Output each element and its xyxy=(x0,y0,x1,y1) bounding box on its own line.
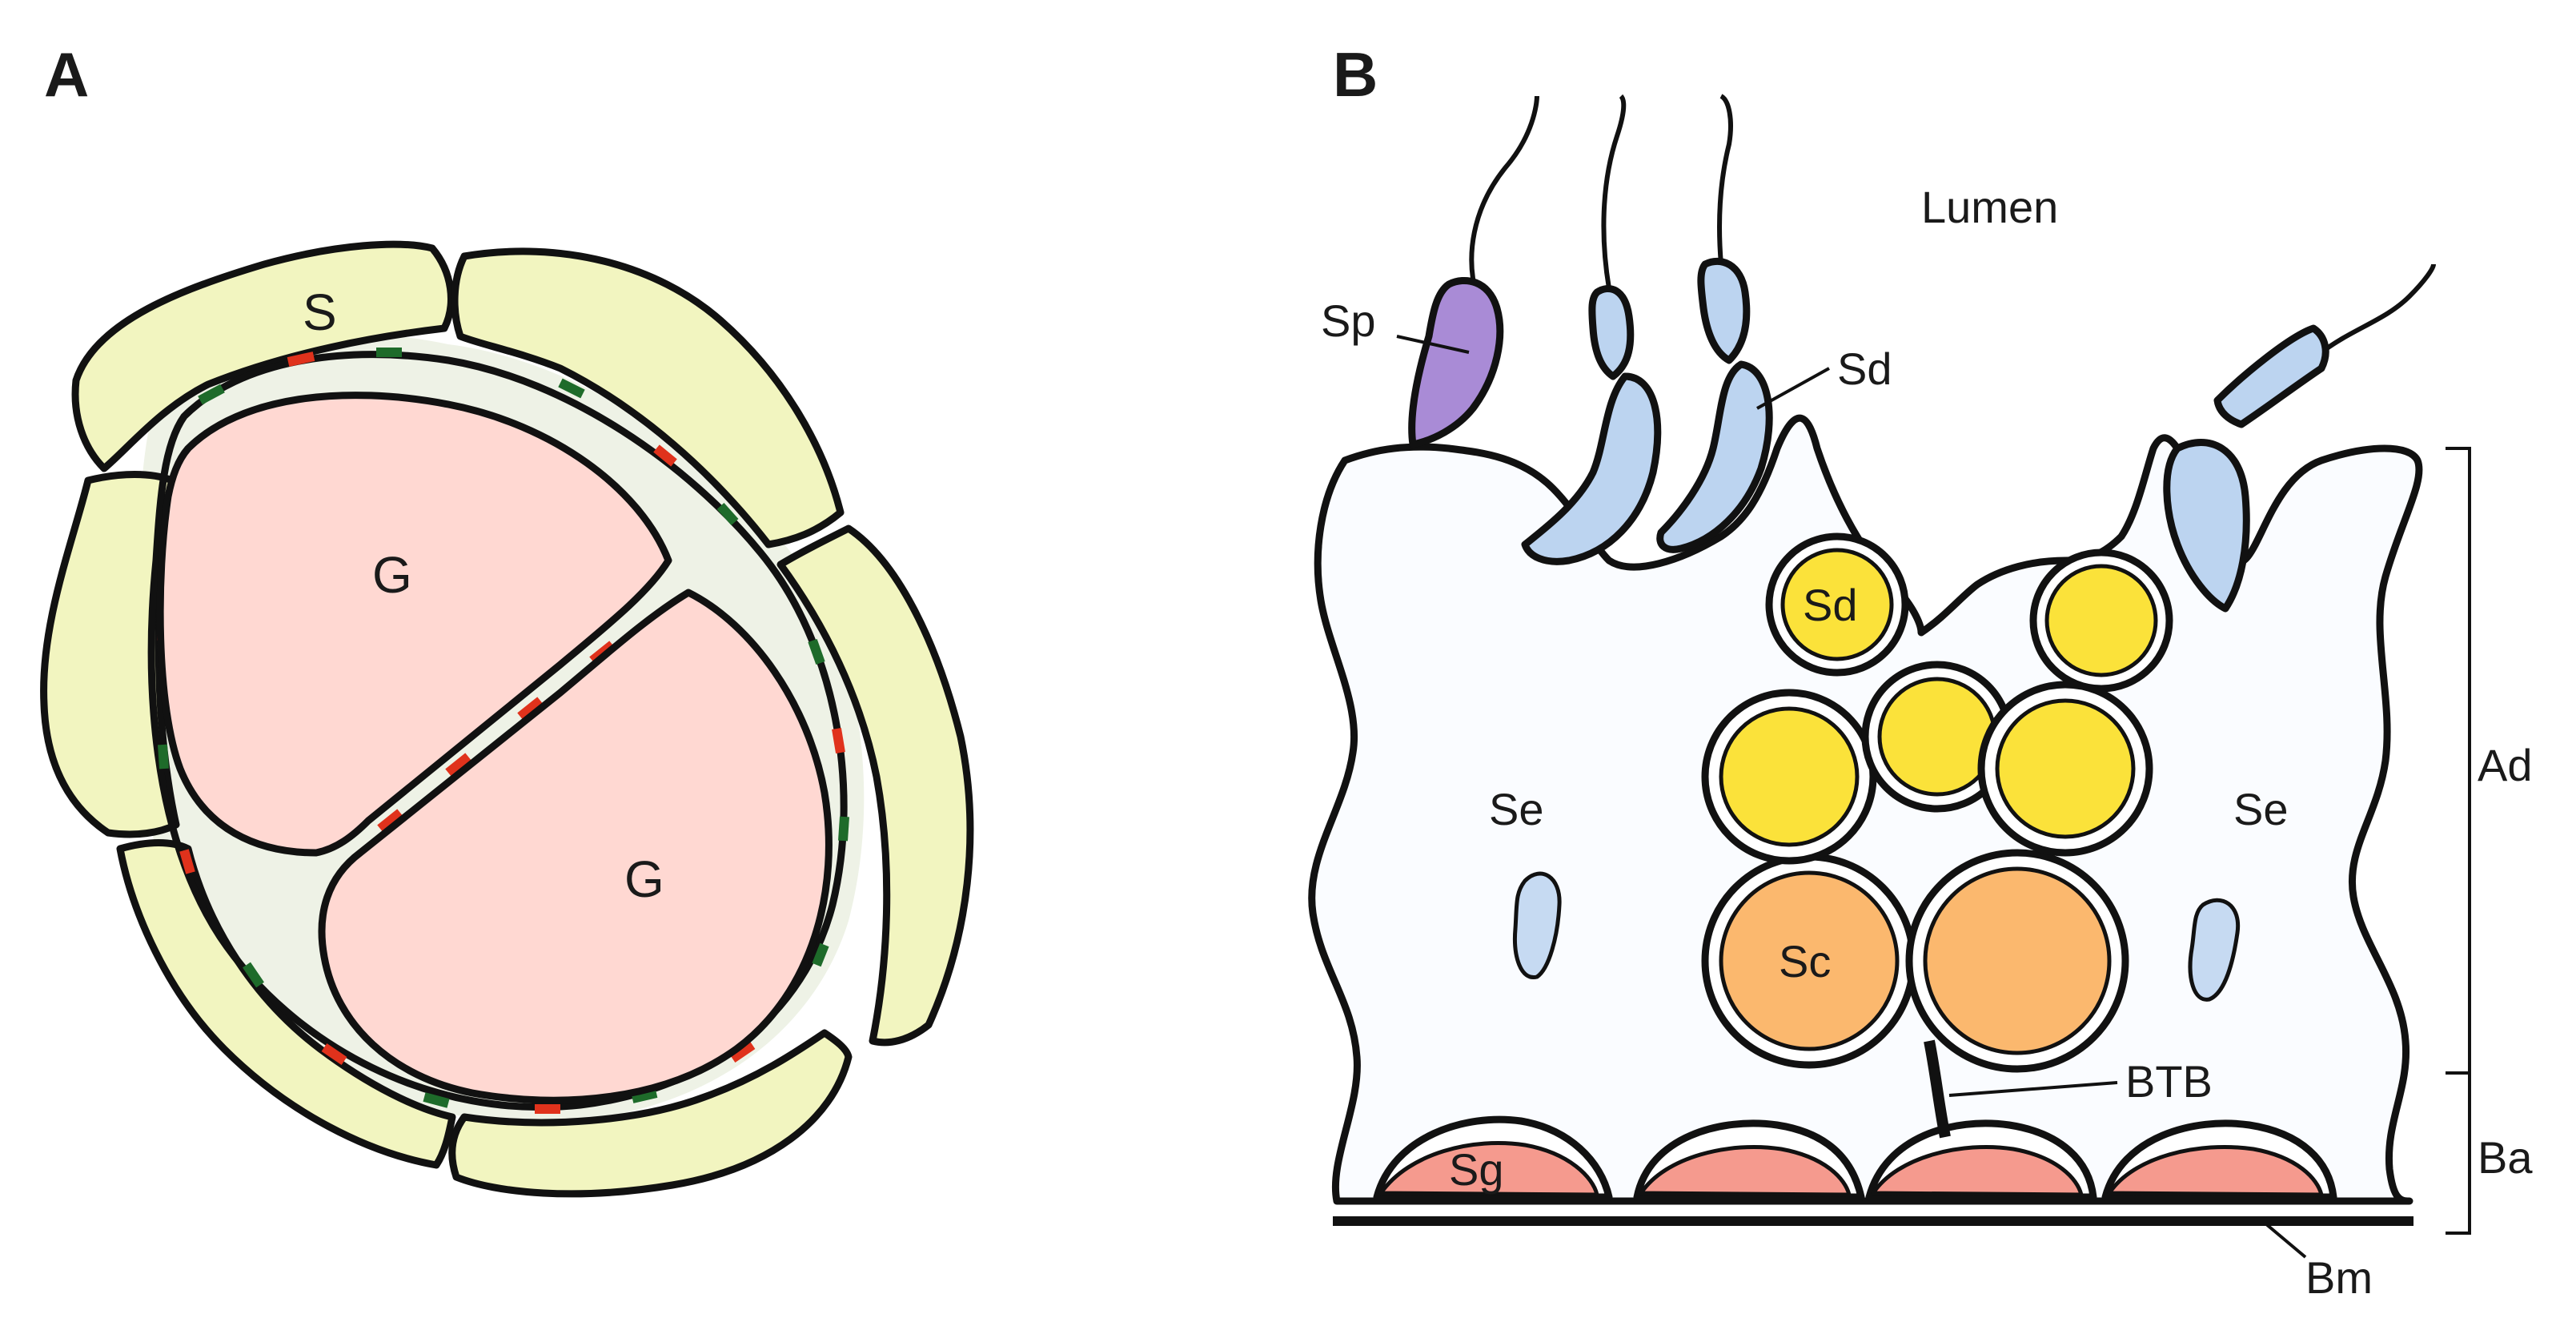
tight-junction xyxy=(631,1088,658,1103)
spermatogonium-2-cell xyxy=(1639,1145,1852,1197)
sertoli-cells xyxy=(40,240,974,1198)
spermatocytes xyxy=(1701,849,2129,1073)
label-sertoli: S xyxy=(303,283,337,341)
spermatid-1-head xyxy=(1521,372,1662,565)
spermatid-2-tail xyxy=(1697,257,1751,364)
panel-b: B xyxy=(1308,39,2533,1303)
gap-junction xyxy=(377,809,403,833)
round-spermatids xyxy=(1701,532,2173,865)
spermatocyte-left xyxy=(1719,870,1900,1051)
label-sertoli-right: Se xyxy=(2233,784,2289,834)
label-btb: BTB xyxy=(2125,1056,2213,1107)
gap-junction xyxy=(445,753,471,777)
tight-junction xyxy=(838,816,849,842)
label-spermatozoon: Sp xyxy=(1321,295,1376,346)
elongated-spermatids xyxy=(1408,94,2436,613)
flagellum-sd-2 xyxy=(1717,94,1733,265)
spermatogonium-4-cell xyxy=(2107,1145,2324,1197)
spermatocyte-right xyxy=(1923,866,2112,1055)
label-basement-membrane: Bm xyxy=(2305,1252,2373,1303)
round-spermatid-2 xyxy=(2044,564,2158,677)
round-spermatid-3 xyxy=(1719,706,1860,847)
panel-a-letter: A xyxy=(44,39,89,110)
tight-junction xyxy=(423,1092,450,1108)
spermatid-3-tail xyxy=(2213,324,2329,428)
gap-junction xyxy=(832,728,845,753)
tight-junction xyxy=(198,384,225,405)
spermatid-3-head xyxy=(2163,439,2250,613)
gap-junction xyxy=(321,1043,347,1065)
sertoli-nucleus-right xyxy=(2188,898,2241,1002)
flagellum-sd-1 xyxy=(1601,94,1627,289)
label-spermatogonium: Sg xyxy=(1449,1144,1504,1195)
gap-junction xyxy=(517,697,544,721)
panel-a: A xyxy=(40,39,974,1198)
germ-cell-top xyxy=(156,392,672,857)
flagellum-sp xyxy=(1469,95,1539,297)
sertoli-cell-right xyxy=(776,524,974,1047)
tight-junction xyxy=(243,962,264,988)
round-spermatid-1 xyxy=(1780,548,1894,661)
label-germ-top: G xyxy=(372,546,412,604)
btb-stalk xyxy=(1924,1039,1951,1139)
sertoli-cell-top-right xyxy=(451,247,845,548)
leader-sp xyxy=(1396,335,1470,354)
spermatogonium-1-cell xyxy=(1378,1141,1599,1197)
tight-junction xyxy=(158,744,169,769)
tight-junction xyxy=(808,638,825,665)
leader-bm xyxy=(2264,1222,2307,1259)
label-adluminal: Ad xyxy=(2478,740,2533,790)
leader-sd xyxy=(1756,367,1830,410)
germ-cells xyxy=(156,392,833,1104)
bracket-adluminal xyxy=(2446,447,2471,1075)
germ-cell-bottom xyxy=(318,589,833,1104)
sertoli-cell-top xyxy=(71,240,455,472)
gap-junction xyxy=(729,1041,756,1063)
compartment-brackets xyxy=(2446,447,2471,1235)
sertoli-nucleus-left xyxy=(1512,871,1562,979)
leader-btb xyxy=(1948,1081,2118,1097)
flagellum-sd-3 xyxy=(2320,263,2436,355)
tight-junction xyxy=(812,942,829,967)
spermatogonium-3-cell xyxy=(1871,1145,2084,1197)
junction-markers xyxy=(157,348,849,1114)
panel-b-letter: B xyxy=(1333,39,1378,110)
gap-junction xyxy=(287,352,315,367)
label-germ-bottom: G xyxy=(624,850,664,908)
spermatogonia xyxy=(1373,1115,2337,1201)
round-spermatid-5 xyxy=(1995,698,2136,839)
label-lumen: Lumen xyxy=(1921,182,2058,232)
label-spermatocyte: Sc xyxy=(1779,936,1831,986)
tight-junction xyxy=(558,378,585,399)
round-spermatid-4 xyxy=(1877,677,1997,797)
bracket-basal xyxy=(2446,1071,2471,1235)
gap-junction xyxy=(179,849,195,874)
label-sertoli-left: Se xyxy=(1489,784,1544,834)
sertoli-cell-bottom-right xyxy=(448,1029,853,1198)
label-basal: Ba xyxy=(2478,1132,2533,1183)
tight-junction xyxy=(716,502,739,526)
label-spermatid-round: Sd xyxy=(1803,580,1858,630)
spermatid-2-head xyxy=(1656,360,1773,553)
label-spermatid-top: Sd xyxy=(1837,344,1892,394)
spermatid-1-tail xyxy=(1588,285,1635,380)
spermatozoon xyxy=(1408,276,1504,448)
gap-junction xyxy=(653,444,677,467)
